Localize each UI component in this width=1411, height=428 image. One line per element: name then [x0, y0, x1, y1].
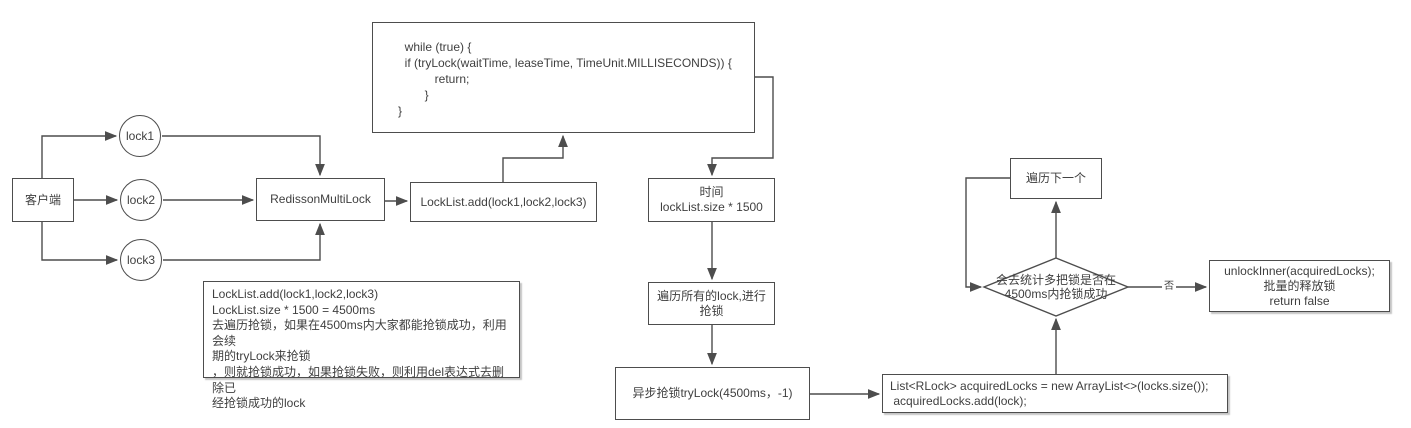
edge-label-no: 否	[1162, 281, 1176, 293]
decision-line: 4500ms内抢锁成功	[1004, 287, 1108, 301]
edge-lock1-to-multilock	[162, 135, 325, 177]
client-node[interactable]: 客户端	[12, 178, 74, 222]
decision-line: 会去统计多把锁是否在	[995, 273, 1116, 287]
lock1-label: lock1	[125, 128, 154, 143]
time-line: lockList.size * 1500	[660, 200, 763, 214]
next-iteration-node[interactable]: 遍历下一个	[1010, 158, 1102, 199]
code-line: return;	[398, 72, 470, 86]
lock3-node[interactable]: lock3	[120, 239, 162, 281]
acquired-locks-node[interactable]: List<RLock> acquiredLocks = new ArrayLis…	[882, 374, 1228, 413]
unlock-inner-node[interactable]: unlockInner(acquiredLocks); 批量的释放锁 retur…	[1209, 260, 1390, 312]
next-iteration-label: 遍历下一个	[1025, 171, 1086, 185]
edge-lock3-to-multilock	[163, 222, 325, 261]
iterate-locks-node[interactable]: 遍历所有的lock,进行 抢锁	[648, 282, 775, 325]
note-line: ，则就抢锁成功，如果抢锁失败，则利用del表达式去删除已	[212, 364, 505, 395]
lock2-node[interactable]: lock2	[120, 179, 162, 221]
decision-node[interactable]: 会去统计多把锁是否在 4500ms内抢锁成功	[984, 260, 1128, 314]
locklist-add-node[interactable]: LockList.add(lock1,lock2,lock3)	[410, 182, 597, 222]
note-line: LockList.size * 1500 = 4500ms	[212, 302, 376, 317]
code-line: }	[398, 104, 403, 118]
client-label: 客户端	[24, 192, 61, 207]
code-line: if (tryLock(waitTime, leaseTime, TimeUni…	[398, 56, 732, 70]
lock1-node[interactable]: lock1	[119, 115, 161, 157]
unlock-inner-line: 批量的释放锁	[1263, 278, 1336, 293]
note-line: 经抢锁成功的lock	[212, 396, 306, 411]
edge-locklist-to-code	[502, 134, 568, 182]
unlock-inner-line: unlockInner(acquiredLocks);	[1224, 263, 1375, 278]
time-node[interactable]: 时间 lockList.size * 1500	[648, 178, 775, 222]
code-line: while (true) {	[398, 40, 472, 54]
redisson-multilock-label: RedissonMultiLock	[270, 192, 371, 206]
edge-next-to-decision-loop	[965, 177, 1010, 292]
edge-code-to-time	[707, 76, 774, 177]
iterate-locks-line: 遍历所有的lock,进行	[657, 288, 766, 303]
time-line: 时间	[699, 185, 724, 199]
iterate-locks-line: 抢锁	[699, 303, 724, 318]
note-node[interactable]: LockList.add(lock1,lock2,lock3) LockList…	[203, 281, 520, 410]
code-line: }	[398, 88, 429, 102]
trylock-code-node[interactable]: while (true) { if (tryLock(waitTime, lea…	[372, 22, 755, 133]
async-trylock-node[interactable]: 异步抢锁tryLock(4500ms，-1)	[615, 367, 810, 420]
decision-diamond-shape	[982, 257, 1130, 317]
edge-client-to-lock3	[41, 222, 119, 265]
note-line: 去遍历抢锁，如果在4500ms内大家都能抢锁成功，利用会续	[212, 318, 507, 348]
lock2-label: lock2	[126, 192, 155, 207]
acquired-locks-line: acquiredLocks.add(lock);	[890, 393, 1027, 408]
redisson-multilock-node[interactable]: RedissonMultiLock	[256, 178, 385, 221]
unlock-inner-line: return false	[1269, 293, 1330, 308]
edge-client-to-lock1	[41, 131, 118, 178]
lock3-label: lock3	[126, 252, 155, 267]
note-line: 期的tryLock来抢锁	[212, 349, 311, 364]
acquired-locks-line: List<RLock> acquiredLocks = new ArrayLis…	[890, 378, 1209, 393]
async-trylock-label: 异步抢锁tryLock(4500ms，-1)	[632, 386, 793, 400]
locklist-add-label: LockList.add(lock1,lock2,lock3)	[420, 194, 587, 209]
note-line: LockList.add(lock1,lock2,lock3)	[212, 287, 379, 301]
